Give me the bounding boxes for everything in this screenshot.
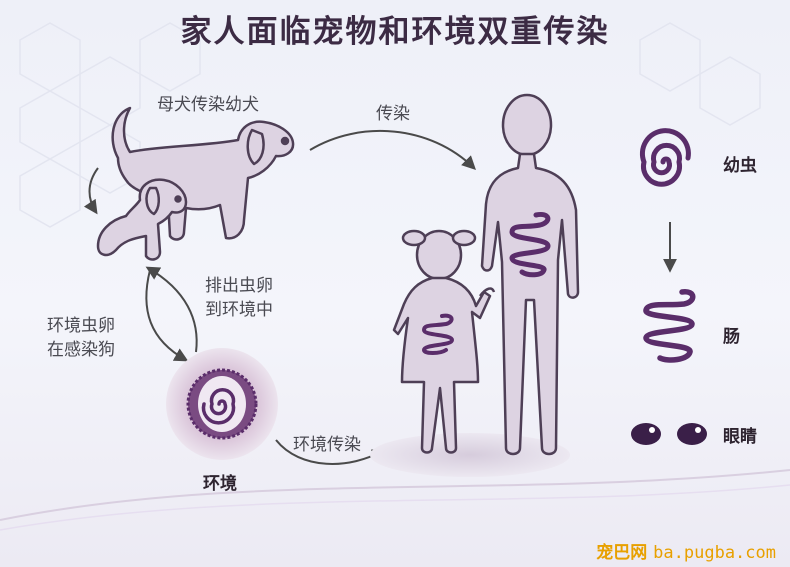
mother-dog-icon: [111, 106, 295, 241]
label-excrete-line1: 排出虫卵: [205, 276, 273, 296]
watermark-latin: ba.pugba.com: [653, 543, 776, 563]
watermark: 宠巴网 ba.pugba.com: [596, 538, 776, 563]
watermark-cn: 宠巴网: [596, 543, 648, 563]
adult-silhouette-icon: [480, 93, 580, 456]
adult-intestine-icon: [509, 211, 551, 278]
arrow-dog-to-environment: [145, 269, 189, 362]
puppy-icon: [96, 178, 188, 261]
label-env-egg-line2: 在感染狗: [47, 340, 115, 360]
label-env-egg-line1: 环境虫卵: [47, 316, 115, 336]
child-silhouette-icon: [392, 229, 496, 454]
arrow-mother-to-puppy: [83, 167, 99, 215]
arrow-environment-to-dog: [145, 266, 198, 353]
label-environment: 环境: [203, 474, 237, 494]
child-intestine-icon: [422, 313, 454, 355]
legend-intestine-icon: [643, 289, 696, 363]
legend-larva-label: 幼虫: [723, 156, 757, 176]
eyes-icon: [631, 423, 707, 445]
legend-eyes-label: 眼睛: [723, 427, 757, 447]
label-mother-to-puppy: 母犬传染幼犬: [157, 95, 259, 115]
label-transmit: 传染: [376, 104, 410, 124]
page-title: 家人面临宠物和环境双重传染: [180, 14, 610, 50]
label-env-transmit: 环境传染: [293, 435, 361, 455]
legend-intestine-label: 肠: [723, 327, 740, 347]
arrow-dog-to-family: [309, 129, 477, 170]
environment-egg-icon: [166, 348, 278, 460]
label-excrete-line2: 到环境中: [205, 300, 273, 320]
larva-spiral-icon: [639, 128, 691, 187]
